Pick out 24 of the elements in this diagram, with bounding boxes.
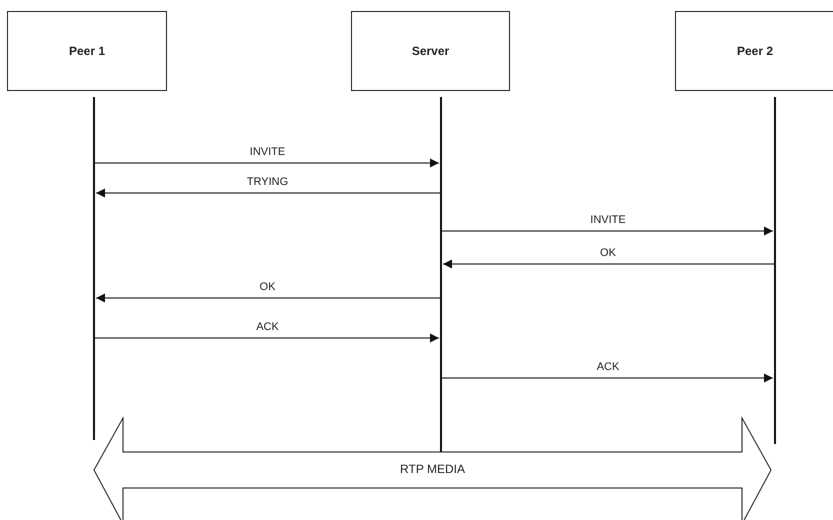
participant-box — [351, 11, 510, 91]
participant-box — [7, 11, 167, 91]
message-arrow — [96, 188, 440, 198]
participant-name: Peer 2 — [736, 44, 774, 58]
lifeline — [774, 97, 776, 444]
message-label: ACK — [596, 361, 620, 373]
message-arrow — [94, 158, 440, 168]
lifeline — [93, 97, 95, 440]
message-arrow — [442, 374, 774, 382]
message-label: OK — [258, 281, 276, 293]
message-label: INVITE — [589, 214, 627, 226]
message-label: TRYING — [246, 176, 290, 188]
message-label: ACK — [255, 321, 280, 333]
participant-name: Server — [412, 44, 450, 58]
message-arrow — [94, 334, 440, 342]
message-arrow — [96, 294, 440, 302]
lifeline — [440, 97, 442, 452]
message-label: INVITE — [248, 146, 286, 158]
message-label: OK — [599, 247, 617, 259]
message-arrow — [442, 260, 774, 268]
band-label: RTP MEDIA — [399, 462, 466, 476]
message-arrow — [442, 226, 774, 236]
participant-name: Peer 1 — [68, 44, 106, 58]
participant-box — [675, 11, 833, 91]
